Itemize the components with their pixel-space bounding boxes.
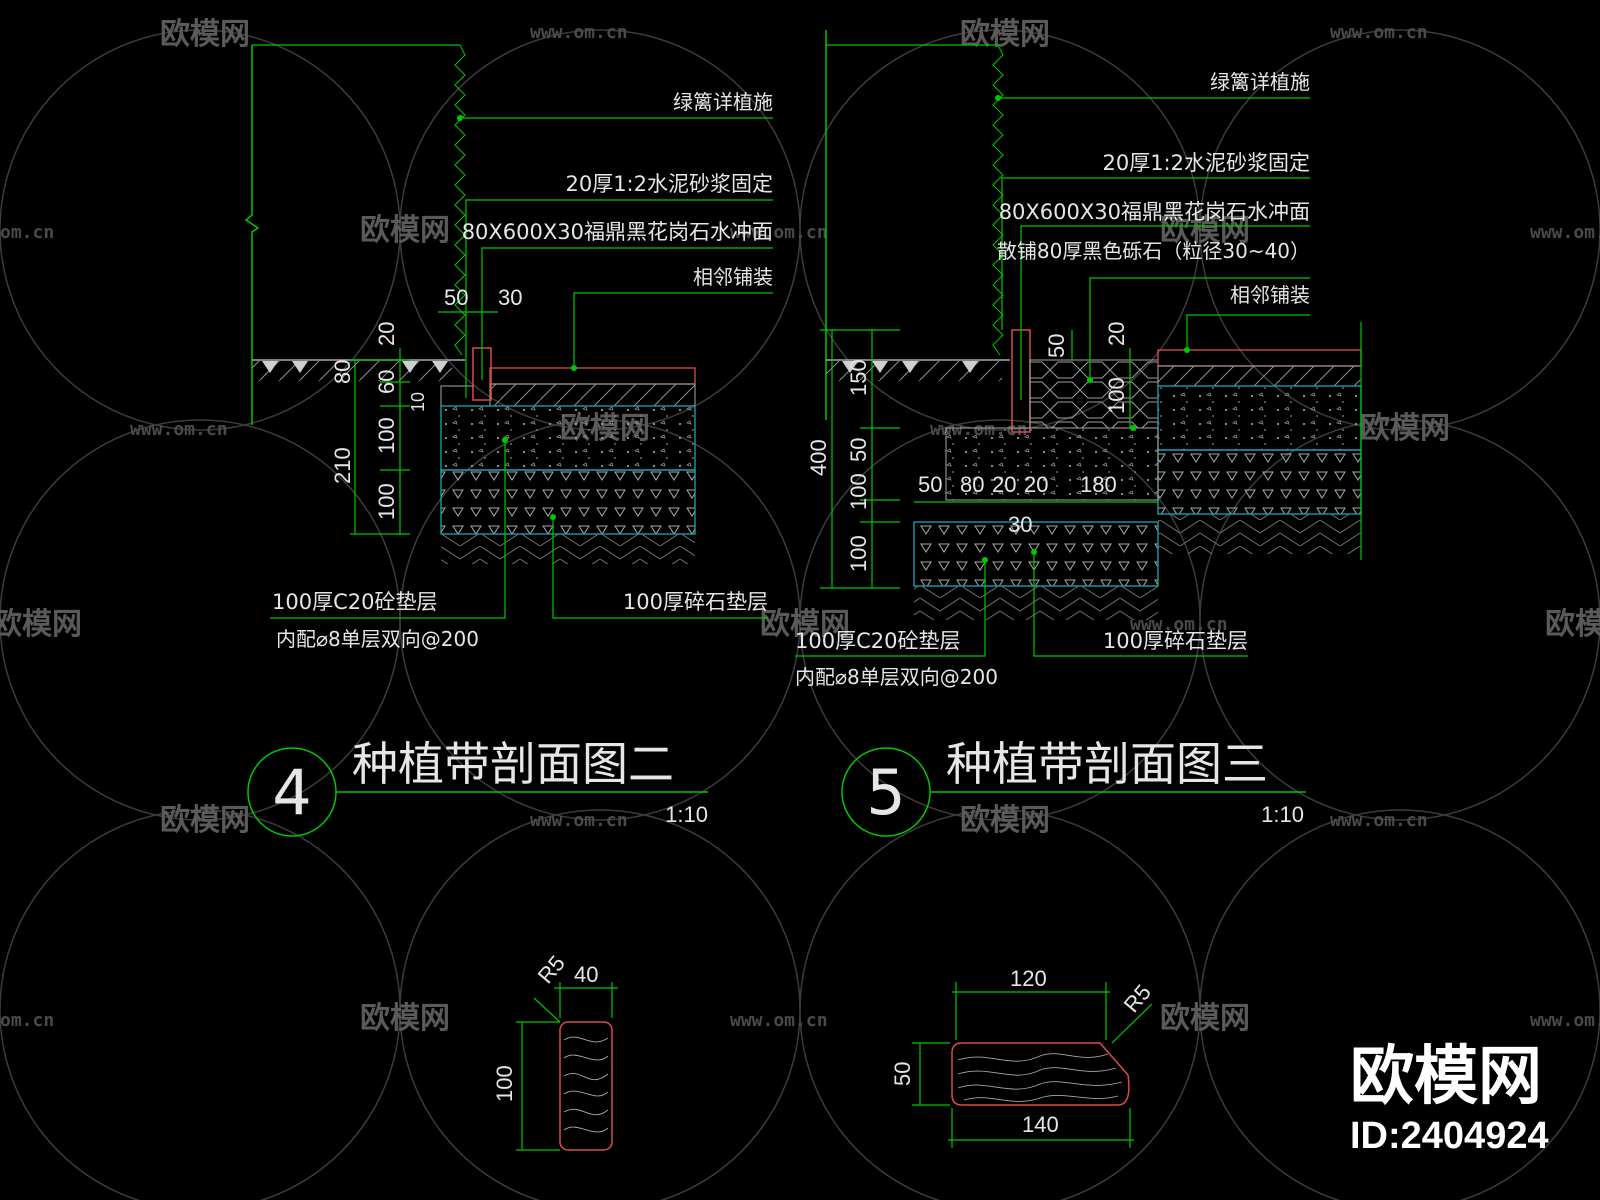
brand-id: ID:2404924 (1350, 1115, 1549, 1157)
dim-80: 80 (330, 360, 355, 384)
section-4-title-block: 4 种植带剖面图二 1:10 (247, 737, 708, 837)
watermark-url: www.om.cn (1330, 22, 1428, 43)
label-mortar: 20厚1:2水泥砂浆固定 (565, 172, 773, 196)
section-4-labels: 绿篱详植施 20厚1:2水泥砂浆固定 80X600X30福鼎黑花岗石水冲面 相邻… (272, 90, 773, 651)
dim-400: 400 (806, 439, 831, 476)
label-gravel: 100厚碎石垫层 (1103, 629, 1248, 653)
watermark-brand: 欧模网 (960, 803, 1050, 838)
dim-20: 20 (374, 322, 399, 346)
watermark-url: www.om.cn (1330, 810, 1428, 831)
label-c20-rebar: 内配⌀8单层双向@200 (276, 627, 479, 651)
watermark-url: www.om.cn (730, 222, 828, 243)
watermark-url: www.om.cn (730, 1010, 828, 1031)
dim-r5: R5 (533, 951, 570, 989)
watermark-brand: 欧模网 (1545, 607, 1600, 642)
watermark-brand: 欧模网 (0, 607, 82, 642)
dim-100: 100 (1104, 377, 1129, 414)
dim-100: 100 (492, 1065, 517, 1102)
watermark-brand: 欧模网 (1160, 213, 1250, 248)
watermark-url: www.om.cn (130, 419, 228, 440)
section-scale: 1:10 (1261, 802, 1304, 827)
dim-50: 50 (444, 285, 468, 310)
brand-watermark: 欧模网 ID:2404924 (1350, 1040, 1549, 1157)
section-title: 种植带剖面图三 (946, 737, 1268, 791)
watermark-url: www.om.cn (530, 22, 628, 43)
dim-20: 20 (1024, 472, 1048, 497)
watermark-brand: 欧模网 (160, 17, 250, 52)
watermark-brand: 欧模网 (1360, 411, 1450, 446)
dim-r5: R5 (1119, 980, 1156, 1018)
label-planting: 绿篱详植施 (673, 90, 773, 114)
label-granite: 80X600X30福鼎黑花岗石水冲面 (999, 200, 1310, 224)
dim-50: 50 (918, 472, 942, 497)
watermark-brand: 欧模网 (160, 803, 250, 838)
watermark-brand: 欧模网 (960, 17, 1050, 52)
section-scale: 1:10 (665, 802, 708, 827)
label-c20-rebar: 内配⌀8单层双向@200 (795, 665, 998, 689)
watermark-brand: 欧模网 (760, 607, 850, 642)
watermark-url: om.cn (0, 222, 54, 243)
label-c20: 100厚C20砼垫层 (272, 590, 437, 614)
watermark-brand: 欧模网 (1160, 1001, 1250, 1036)
dim-50: 50 (846, 438, 871, 462)
label-mortar: 20厚1:2水泥砂浆固定 (1102, 151, 1310, 175)
dim-80: 80 (960, 472, 984, 497)
dim-100: 100 (374, 417, 399, 454)
dim-30: 30 (498, 285, 522, 310)
dim-180: 180 (1080, 472, 1117, 497)
section-title: 种植带剖面图二 (352, 737, 674, 791)
dim-50: 50 (1044, 334, 1069, 358)
watermark-url: www.om.cn (1530, 1010, 1600, 1031)
section-number: 5 (866, 756, 905, 829)
label-adjacent: 相邻铺装 (1230, 283, 1310, 307)
dim-150: 150 (846, 359, 871, 396)
dim-30: 30 (1008, 512, 1032, 537)
dim-100: 100 (846, 535, 871, 572)
dim-60: 60 (374, 370, 399, 394)
dim-100: 100 (846, 473, 871, 510)
dim-140: 140 (1022, 1112, 1059, 1137)
watermark-url: om.cn (0, 1010, 54, 1031)
dim-210: 210 (330, 447, 355, 484)
label-granite: 80X600X30福鼎黑花岗石水冲面 (462, 220, 773, 244)
section-number: 4 (272, 756, 311, 829)
dim-100: 100 (374, 483, 399, 520)
detail-edge-stone: 120 R5 50 140 (890, 966, 1156, 1148)
section-5-labels: 绿篱详植施 20厚1:2水泥砂浆固定 80X600X30福鼎黑花岗石水冲面 散铺… (795, 70, 1310, 689)
section-4-drawing (244, 44, 773, 619)
label-planting: 绿篱详植施 (1210, 70, 1310, 94)
watermark-url: www.om.cn (1530, 222, 1600, 243)
label-c20: 100厚C20砼垫层 (795, 629, 960, 653)
brand-logo-text: 欧模网 (1350, 1040, 1542, 1114)
dim-10: 10 (408, 392, 428, 412)
dim-20: 20 (992, 472, 1016, 497)
watermark-brand: 欧模网 (360, 1001, 450, 1036)
dim-50: 50 (890, 1062, 915, 1086)
label-pebbles: 散铺80厚黑色砾石（粒径30~40） (997, 239, 1310, 263)
section-5-drawing (795, 30, 1362, 657)
watermark-brand: 欧模网 (360, 213, 450, 248)
dim-20: 20 (1104, 322, 1129, 346)
label-adjacent: 相邻铺装 (693, 265, 773, 289)
dim-40: 40 (574, 962, 598, 987)
watermark-url: www.om.cn (530, 810, 628, 831)
label-gravel: 100厚碎石垫层 (623, 590, 768, 614)
section-5-title-block: 5 种植带剖面图三 1:10 (841, 737, 1306, 837)
detail-curb-profile: R5 40 100 (492, 951, 618, 1151)
dim-120: 120 (1010, 966, 1047, 991)
